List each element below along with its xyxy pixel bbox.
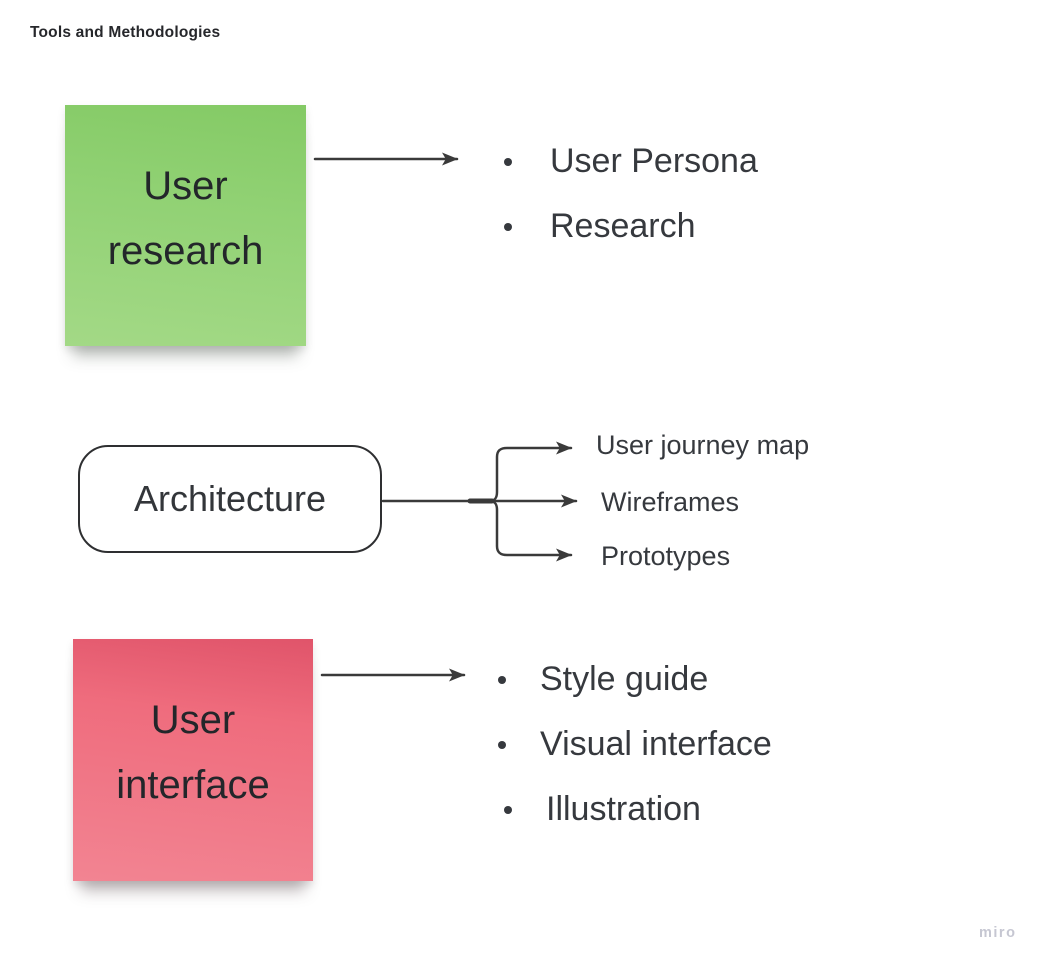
sticky-note-label: User research xyxy=(107,163,264,273)
connector-architecture-bottom[interactable] xyxy=(487,499,573,562)
text-wireframes[interactable]: Wireframes xyxy=(601,487,740,517)
list-item-text: User Persona xyxy=(550,142,758,180)
list-item: Visual interface xyxy=(498,712,772,777)
list-item-text: Research xyxy=(550,207,696,245)
list-item-text: Style guide xyxy=(540,660,709,698)
shape-architecture[interactable]: Architecture xyxy=(78,445,382,553)
text-block-user-interface-items[interactable]: Style guide Visual interface Illustratio… xyxy=(498,647,772,842)
text-user-journey-map[interactable]: User journey map xyxy=(596,430,810,460)
list-item: Research xyxy=(504,194,758,259)
list-item-text: Illustration xyxy=(546,790,701,828)
bullet-dot-icon xyxy=(504,805,512,814)
miro-watermark: miro xyxy=(979,925,1017,941)
list-item-text: Visual interface xyxy=(540,725,772,763)
board-title[interactable]: Tools and Methodologies xyxy=(30,24,221,41)
sticky-note-user-interface[interactable]: User interface xyxy=(73,639,313,881)
bullet-dot-icon xyxy=(498,675,506,684)
connector-architecture-top[interactable] xyxy=(487,441,573,503)
text-block-user-research-items[interactable]: User Persona Research xyxy=(504,129,758,259)
sticky-note-label: User interface xyxy=(116,698,270,807)
list-item: User Persona xyxy=(504,129,758,194)
list-item: Style guide xyxy=(498,647,772,712)
shape-label: Architecture xyxy=(133,478,327,519)
text-prototypes[interactable]: Prototypes xyxy=(601,541,731,571)
bullet-dot-icon xyxy=(504,222,512,231)
list-item: Illustration xyxy=(498,777,772,842)
bullet-dot-icon xyxy=(504,157,512,166)
sticky-note-user-research[interactable]: User research xyxy=(65,105,306,346)
bullet-dot-icon xyxy=(498,740,506,749)
